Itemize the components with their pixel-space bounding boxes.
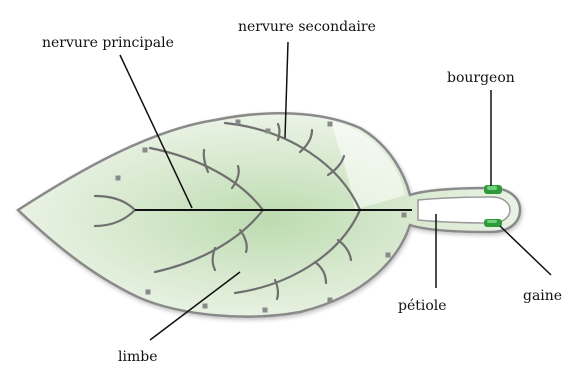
label-secondary-vein: nervure secondaire xyxy=(238,19,376,35)
edge-tick xyxy=(143,148,148,153)
label-principal-vein: nervure principale xyxy=(42,35,174,51)
label-petiole: pétiole xyxy=(398,298,447,314)
edge-tick xyxy=(328,298,333,303)
edge-tick xyxy=(263,308,268,313)
edge-tick xyxy=(116,176,121,181)
label-blade: limbe xyxy=(118,349,157,365)
edge-tick xyxy=(402,213,407,218)
edge-tick xyxy=(266,129,271,134)
label-sheath: gaine xyxy=(523,288,562,304)
edge-tick xyxy=(203,304,208,309)
edge-tick xyxy=(236,120,241,125)
edge-tick xyxy=(146,290,151,295)
edge-tick xyxy=(386,253,391,258)
edge-tick xyxy=(328,122,333,127)
label-bud: bourgeon xyxy=(447,70,515,86)
leader-sheath xyxy=(500,226,551,275)
bud-lower-highlight xyxy=(487,220,497,223)
bud-upper-highlight xyxy=(487,186,497,190)
